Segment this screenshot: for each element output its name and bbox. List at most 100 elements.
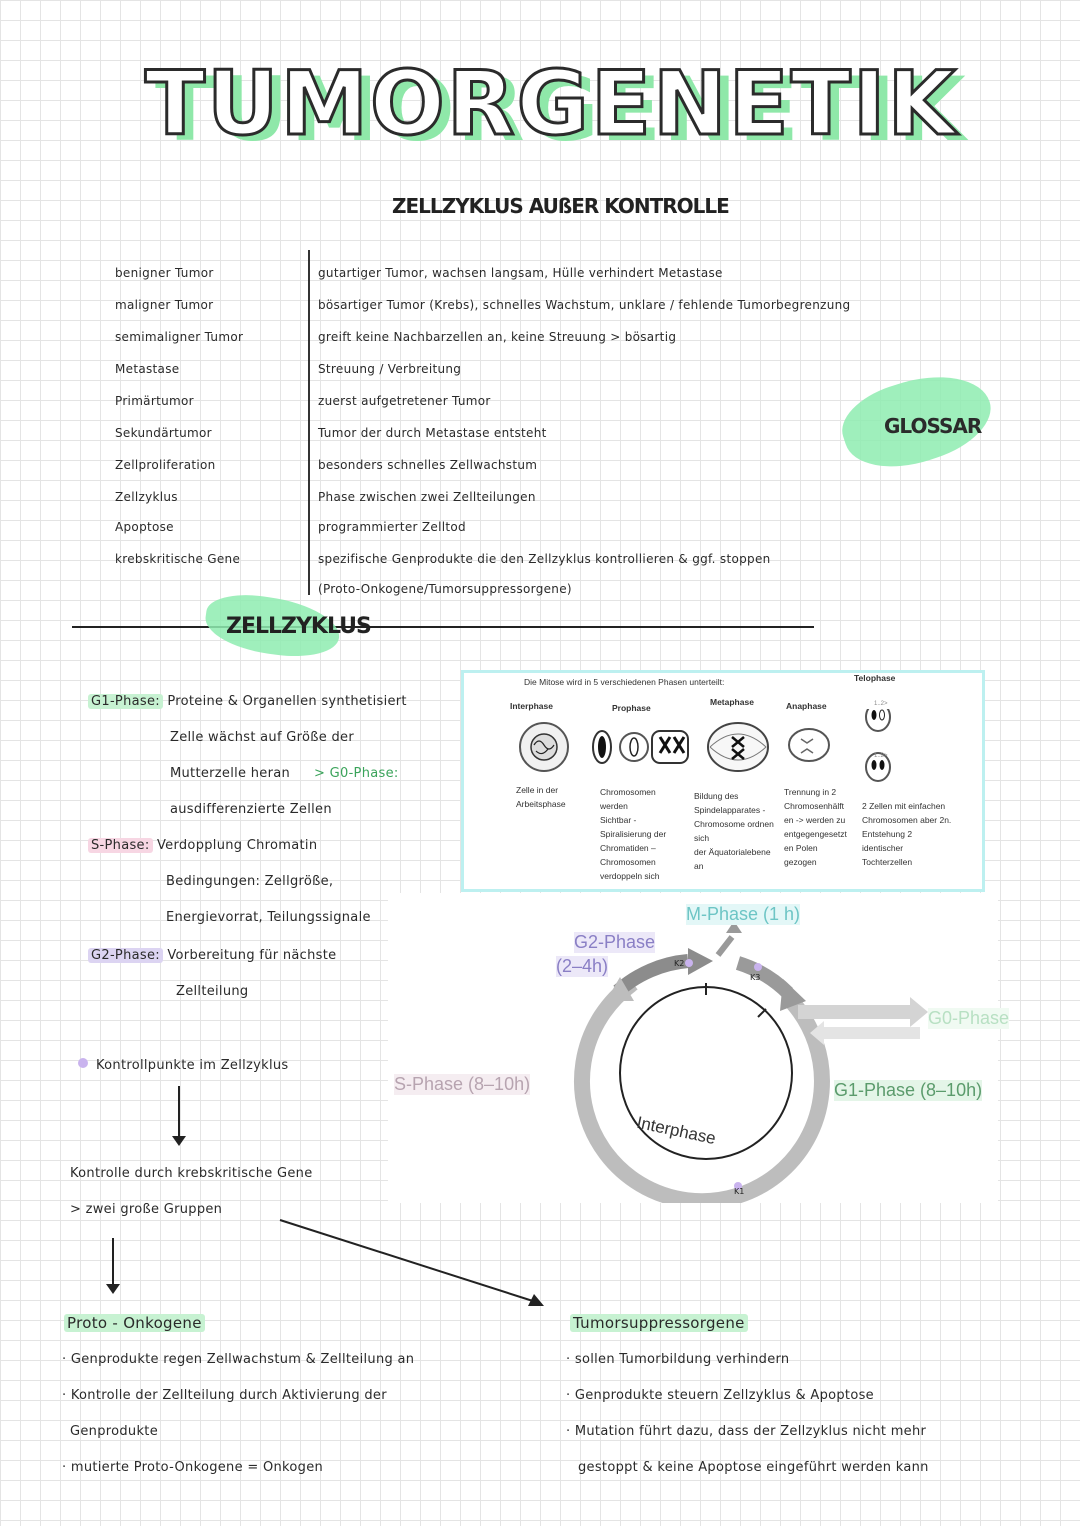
mitosis-figure: Die Mitose wird in 5 verschiedenen Phase… [461,670,985,892]
telophase-small-label-2: 1..2> [874,753,888,759]
g1-line-2: Zelle wächst auf Größe der [170,730,354,745]
checkpoint-k2: K2 [674,959,685,968]
g2-phase-label: G2-Phase [574,932,656,953]
arrow-down-1 [178,1086,180,1140]
s-note: S-Phase: Verdopplung Chromatin [88,838,317,853]
phase-interphase-title: Interphase [510,701,553,711]
prophase-desc-line: Chromatiden – [600,843,656,853]
interphase-desc-line: Arbeitsphase [516,799,566,809]
glossary-term: Sekundärtumor [115,426,212,440]
phase-anaphase-title: Anaphase [786,701,827,711]
cell-cycle-ring [573,921,928,1203]
prophase-desc-line: Sichtbar - [600,815,637,825]
glossary-term: Zellproliferation [115,458,216,472]
arrow-head-1 [172,1136,186,1146]
glossary-definition: Tumor der durch Metastase entsteht [318,426,547,440]
metaphase-desc: Bildung des Spindelapparates - Chromosom… [694,789,774,873]
anaphase-cell [788,728,830,762]
interphase-desc: Zelle in der Arbeitsphase [516,783,566,811]
telophase-desc-line: Chromosomen aber 2n. [862,815,952,825]
interphase-desc-line: Zelle in der [516,785,559,795]
phase-telophase-title: Telophase [854,673,896,683]
telophase-desc: 2 Zellen mit einfachen Chromosomen aber … [862,799,951,869]
prophase-desc-line: verdoppeln sich [600,871,660,881]
g1-phase-label: G1-Phase (8–10h) [834,1080,983,1101]
cell-cycle-diagram: K2 K3 K1 Interphase [388,893,998,1203]
checkpoint-k3: K3 [750,973,761,982]
anaphase-desc: Trennung in 2 Chromosenhälft en -> werde… [784,785,847,869]
anaphase-desc-line: en Polen [784,843,818,853]
metaphase-desc-line: an [694,861,704,871]
phase-prophase-title: Prophase [612,703,651,713]
checkpoint-k1: K1 [734,1187,745,1196]
zellzyklus-heading: ZELLZYKLUS [226,614,372,639]
glossary-definition: zuerst aufgetretener Tumor [318,394,491,408]
prophase-chromosomes [651,730,689,764]
telophase-desc-line: Tochterzellen [862,857,913,867]
g2-phase-time: (2–4h) [556,956,609,977]
metaphase-desc-line: der Äquatorialebene [694,847,771,857]
page-title: TUMORGENETIK [144,51,958,157]
mitosis-cells-illustration [519,709,891,782]
g1-note: G1-Phase: Proteine & Organellen syntheti… [88,694,407,709]
g2-note: G2-Phase: Vorbereitung für nächste [88,948,336,963]
section-divider [72,626,814,628]
glossary-extra-line: (Proto-Onkogene/Tumorsuppressorgene) [318,582,572,596]
glossary-definition: programmierter Zelltod [318,520,466,534]
glossary-definition: bösartiger Tumor (Krebs), schnelles Wach… [318,298,851,312]
bullet-dot [78,1058,88,1068]
proto-line-3: Genprodukte [70,1424,158,1439]
g1-line-1: Proteine & Organellen synthetisiert [167,694,407,709]
s-line-2: Bedingungen: Zellgröße, [166,874,334,889]
mitosis-heading: Die Mitose wird in 5 verschiedenen Phase… [524,677,725,687]
glossary-definition: besonders schnelles Zellwachstum [318,458,538,472]
telophase-desc-line: 2 Zellen mit einfachen [862,801,946,811]
proto-line-1: · Genprodukte regen Zellwachstum & Zellt… [62,1352,415,1367]
metaphase-cell [707,722,769,772]
prophase-desc-line: Spiralisierung der [600,829,667,839]
glossary-term: krebskritische Gene [115,552,241,566]
s-tag: S-Phase: [88,838,153,853]
control-line-2: > zwei große Gruppen [70,1202,223,1217]
proto-line-4: · mutierte Proto-Onkogene = Onkogen [62,1460,324,1475]
telophase-desc-line: identischer [862,843,904,853]
anaphase-desc-line: Trennung in 2 [784,787,837,797]
proto-onkogene-title-text: Proto - Onkogene [64,1314,205,1332]
prophase-desc-line: Chromosomen [600,787,656,797]
tumorsuppressor-title-text: Tumorsuppressorgene [570,1314,748,1332]
metaphase-desc-line: sich [694,833,710,843]
s-line-1: Verdopplung Chromatin [156,838,318,853]
prophase-cell [592,730,649,764]
arrow-down-2 [112,1238,114,1288]
g1-line-3: Mutterzelle heran [170,766,291,781]
g2-line-1: Vorbereitung für nächste [167,948,337,963]
glossary-term: Primärtumor [115,394,194,408]
glossary-term: semimaligner Tumor [115,330,244,344]
phase-metaphase-title: Metaphase [710,697,754,707]
anaphase-desc-line: entgegengesetzt [784,829,847,839]
tumorsuppressor-title: Tumorsuppressorgene [570,1314,748,1332]
anaphase-desc-line: en -> werden zu [784,815,846,825]
glossary-term: benigner Tumor [115,266,214,280]
anaphase-desc-line: gezogen [784,857,817,867]
glossary-definition: greift keine Nachbarzellen an, keine Str… [318,330,677,344]
g0-note: > G0-Phase: [314,766,399,781]
s-line-3: Energievorrat, Teilungssignale [166,910,371,925]
g2-tag: G2-Phase: [88,948,163,963]
glossary-definition: spezifische Genprodukte die den Zellzykl… [318,552,771,566]
m-phase-label: M-Phase (1 h) [686,904,801,925]
prophase-desc-line: Chromosomen [600,857,656,867]
glossar-label: GLOSSAR [884,414,982,438]
telophase-cells [865,709,891,782]
glossary-definition: gutartiger Tumor, wachsen langsam, Hülle… [318,266,723,280]
g2-line-2: Zellteilung [176,984,249,999]
glossary-definition: Streuung / Verbreitung [318,362,462,376]
suppressor-line-1: · sollen Tumorbildung verhindern [566,1352,790,1367]
suppressor-line-3: · Mutation führt dazu, dass der Zellzykl… [566,1424,927,1439]
metaphase-desc-line: Chromosome ordnen [694,819,774,829]
glossary-term: Apoptose [115,520,174,534]
glossary-term: Metastase [115,362,180,376]
page-subtitle: ZELLZYKLUS AUßER KONTROLLE [392,194,730,218]
prophase-desc-line: werden [600,801,628,811]
interphase-cell [519,722,569,772]
